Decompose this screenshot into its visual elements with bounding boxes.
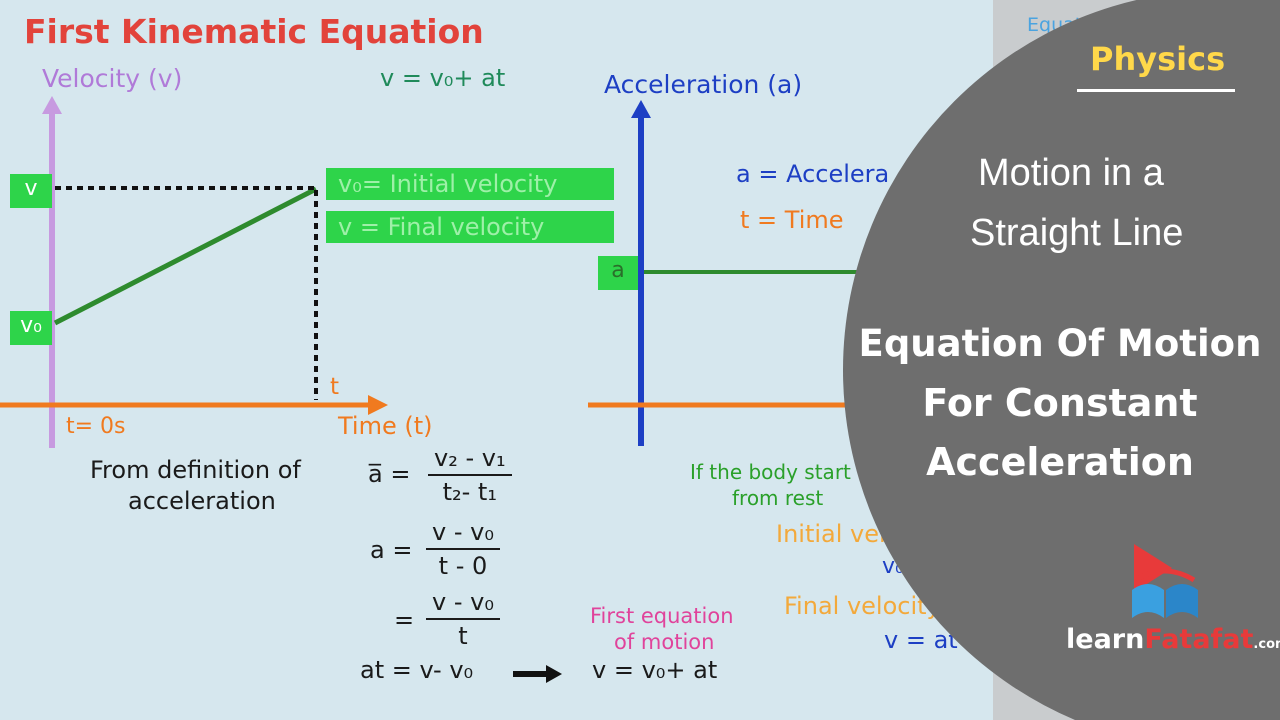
topic-line-2: For Constant: [922, 381, 1198, 425]
implies-arrow-head: [546, 665, 562, 683]
eq3-numerator: v - v₀: [426, 588, 500, 620]
brand-com: .com: [1253, 637, 1280, 652]
brand-fatafat: Fatafat: [1144, 624, 1254, 655]
eq1-lhs: a̅ =: [368, 460, 411, 488]
final-velocity-label: Final velocity: [784, 592, 941, 620]
eq4: at = v- v₀: [360, 656, 474, 684]
chapter-line-1: Motion in a: [978, 152, 1164, 194]
acceleration-definition: a = Accelera: [736, 160, 890, 188]
subject-label: Physics: [1090, 40, 1226, 78]
tick-acceleration: a: [598, 256, 638, 290]
eq1-denominator: t₂- t₁: [442, 478, 497, 506]
legend-initial-velocity: v₀= Initial velocity: [326, 168, 614, 200]
eq2-denominator: t - 0: [438, 552, 488, 580]
tick-initial-velocity: v₀: [10, 311, 52, 345]
tick-final-velocity: v: [10, 174, 52, 208]
top-equation: v = v₀+ at: [380, 64, 506, 92]
book-play-logo-icon: [1132, 544, 1198, 618]
velocity-line: [53, 186, 318, 326]
velocity-axis-label: Velocity (v): [42, 64, 183, 93]
topic-line-1: Equation Of Motion: [858, 322, 1262, 365]
chapter-line-2: Straight Line: [970, 212, 1184, 254]
definition-line-1: From definition of: [90, 456, 301, 484]
eq3-lhs: =: [394, 606, 415, 634]
eq1-numerator: v₂ - v₁: [428, 444, 512, 476]
time-axis-label: Time (t): [338, 412, 433, 440]
definition-line-2: acceleration: [128, 487, 276, 515]
eq1-fraction: v₂ - v₁ t₂- t₁: [428, 444, 512, 506]
first-equation-label-1: First equation: [590, 604, 734, 628]
v-equation: v = at: [884, 626, 958, 654]
time-definition: t = Time: [740, 206, 844, 234]
rest-line-2: from rest: [732, 486, 824, 510]
acceleration-axis-label: Acceleration (a): [604, 70, 803, 99]
subject-underline: [1077, 89, 1235, 92]
topic-line-3: Acceleration: [926, 440, 1194, 484]
eq2-lhs: a =: [370, 536, 413, 564]
brand-learn: learn: [1066, 624, 1145, 655]
eq3-fraction: v - v₀ t: [426, 588, 500, 650]
eq2-fraction: v - v₀ t - 0: [426, 518, 500, 580]
slide-title: First Kinematic Equation: [24, 12, 484, 51]
time-axis-arrow: [368, 395, 388, 415]
rest-line-1: If the body start: [690, 460, 851, 484]
eq2-numerator: v - v₀: [426, 518, 500, 550]
first-equation-label-2: of motion: [614, 630, 715, 654]
t0-label: t= 0s: [66, 414, 126, 439]
legend-final-velocity: v = Final velocity: [326, 211, 614, 243]
final-equation: v = v₀+ at: [592, 656, 718, 684]
t-tick-label: t: [330, 374, 340, 400]
brand-wordmark: learnFatafat.com: [1066, 624, 1280, 655]
eq3-denominator: t: [458, 622, 468, 650]
acceleration-axis-arrow: [631, 100, 651, 118]
velocity-axis-arrow: [42, 96, 62, 114]
